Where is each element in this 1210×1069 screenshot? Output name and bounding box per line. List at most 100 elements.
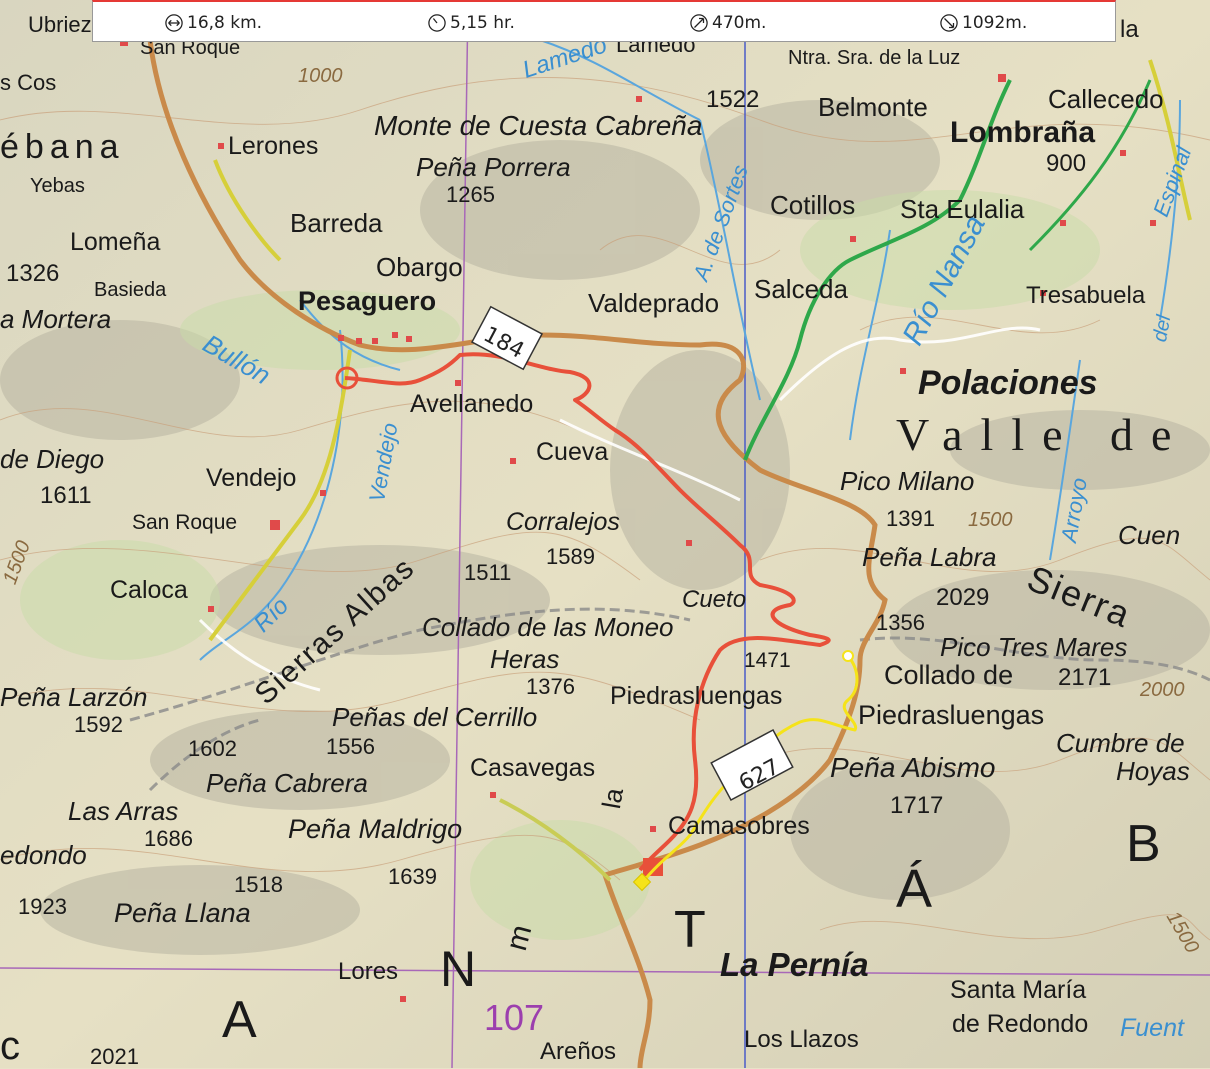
label-piedrasluengas: Piedrasluengas bbox=[610, 682, 783, 710]
stat-distance: 16,8 km. bbox=[165, 13, 262, 33]
label-mortera: a Mortera bbox=[0, 304, 112, 334]
label-cumbre: Cumbre de bbox=[1056, 728, 1185, 758]
label-pena-maldrigo: Peña Maldrigo bbox=[288, 814, 463, 844]
label-elev-1391: 1391 bbox=[886, 506, 935, 531]
label-vendejo: Vendejo bbox=[206, 464, 297, 492]
label-obargo: Obargo bbox=[376, 252, 463, 282]
green-road bbox=[743, 79, 1012, 461]
label-pesaguero: Pesaguero bbox=[298, 286, 437, 316]
green-valleys bbox=[20, 190, 1100, 940]
label-elev-1518: 1518 bbox=[234, 872, 283, 897]
descent-value: 1092m. bbox=[962, 13, 1028, 33]
label-pena-cabrera: Peña Cabrera bbox=[206, 768, 368, 798]
label-las-arras: Las Arras bbox=[68, 796, 179, 826]
label-elev-2171: 2171 bbox=[1058, 664, 1112, 691]
label-pena-llana: Peña Llana bbox=[114, 898, 251, 928]
route-stats-bar: 16,8 km. 5,15 hr. 470m. 1092m. bbox=[92, 0, 1116, 42]
label-arenos: Areños bbox=[540, 1038, 617, 1065]
label-nra-sra-luz: Ntra. Sra. de la Luz bbox=[788, 47, 961, 69]
yellow-road-north bbox=[213, 159, 282, 262]
label-avellanedo: Avellanedo bbox=[410, 390, 534, 418]
distance-value: 16,8 km. bbox=[187, 13, 263, 33]
arrow-down-right-icon bbox=[940, 14, 958, 32]
hiking-track-yellow bbox=[641, 655, 859, 883]
label-fuente: Fuent bbox=[1120, 1014, 1184, 1042]
label-elev-1326: 1326 bbox=[6, 260, 60, 287]
label-corralejos: Corralejos bbox=[506, 508, 620, 536]
label-la-vertical: la bbox=[596, 785, 630, 811]
label-lebana: ébana bbox=[0, 128, 125, 166]
label-cotillos: Cotillos bbox=[770, 190, 856, 220]
minor-roads bbox=[129, 607, 1210, 792]
yellow-road-west bbox=[208, 349, 352, 642]
double-arrow-icon bbox=[165, 14, 183, 32]
label-route-107: 107 bbox=[484, 997, 545, 1038]
label-cuen: Cuen bbox=[1118, 520, 1181, 550]
label-sta-eulalia: Sta Eulalia bbox=[900, 194, 1025, 224]
label-elev-900: 900 bbox=[1046, 150, 1087, 177]
clock-icon bbox=[428, 14, 446, 32]
yellow-track-end bbox=[632, 872, 652, 892]
label-san-roque-top: San Roque bbox=[140, 37, 241, 59]
label-camasobres: Camasobres bbox=[668, 812, 810, 840]
label-del: del bbox=[1149, 313, 1176, 344]
label-lomena: Lomeña bbox=[70, 228, 161, 256]
label-elev-1589: 1589 bbox=[546, 544, 595, 569]
label-elev-1265: 1265 bbox=[446, 182, 495, 207]
label-ubriezo: Ubriez bbox=[28, 12, 92, 37]
label-lores: Lores bbox=[338, 958, 399, 985]
label-piedrasluengas-2: Piedrasluengas bbox=[858, 700, 1045, 730]
label-basieda: Basieda bbox=[94, 279, 167, 301]
label-collado-moneo: Collado de las Moneo bbox=[422, 612, 674, 642]
label-salceda: Salceda bbox=[754, 274, 848, 304]
label-letter-b: B bbox=[1126, 815, 1161, 873]
arrow-up-right-icon bbox=[690, 14, 708, 32]
label-lombrana: Lombraña bbox=[950, 116, 1096, 149]
label-lerones: Lerones bbox=[228, 132, 319, 160]
track-start-circle bbox=[335, 366, 359, 390]
ascent-value: 470m. bbox=[712, 13, 767, 33]
label-heras: Heras bbox=[490, 644, 560, 674]
label-elev-1611: 1611 bbox=[40, 482, 92, 509]
label-elev-1471: 1471 bbox=[744, 649, 791, 672]
grid-line-horizontal-purple bbox=[0, 967, 1210, 976]
label-letter-c: c bbox=[0, 1024, 20, 1068]
label-elev-1500: 1500 bbox=[968, 509, 1013, 531]
label-belmonte: Belmonte bbox=[818, 92, 928, 122]
label-elev-2029: 2029 bbox=[936, 584, 990, 611]
label-san-roque: San Roque bbox=[132, 511, 238, 534]
label-pena-larzon: Peña Larzón bbox=[0, 682, 148, 712]
label-letter-t: T bbox=[674, 901, 706, 959]
yellow-road-south bbox=[499, 798, 612, 882]
label-pena-labra: Peña Labra bbox=[862, 542, 997, 572]
label-elev-1376: 1376 bbox=[526, 674, 575, 699]
label-penas-cerrillo: Peñas del Cerrillo bbox=[332, 702, 538, 732]
stat-ascent: 470m. bbox=[690, 13, 766, 33]
label-elev-2000: 2000 bbox=[1140, 679, 1185, 701]
label-elev-1717: 1717 bbox=[890, 792, 944, 819]
road-shield-184 bbox=[470, 305, 544, 371]
time-value: 5,15 hr. bbox=[450, 13, 515, 33]
label-monte-cuesta: Monte de Cuesta Cabreña bbox=[374, 110, 703, 141]
label-yebas: Yebas bbox=[30, 175, 85, 197]
label-redondo: edondo bbox=[0, 840, 87, 870]
label-barreda: Barreda bbox=[290, 208, 383, 238]
label-santa-maria: Santa María bbox=[950, 976, 1087, 1004]
label-elev-1000: 1000 bbox=[298, 65, 343, 87]
label-valdeprado: Valdeprado bbox=[588, 288, 720, 318]
label-letter-a: A bbox=[222, 991, 257, 1049]
label-elev-1356: 1356 bbox=[876, 610, 925, 635]
label-elev-2021: 2021 bbox=[90, 1044, 139, 1069]
label-elev-1602: 1602 bbox=[188, 736, 237, 761]
label-pico-milano: Pico Milano bbox=[840, 466, 975, 496]
label-elev-1511: 1511 bbox=[464, 560, 512, 585]
label-elev-1556: 1556 bbox=[326, 734, 375, 759]
contour-lines bbox=[0, 77, 1210, 941]
label-elev-1686: 1686 bbox=[144, 826, 193, 851]
label-elev-1592: 1592 bbox=[74, 712, 123, 737]
label-callecedo: Callecedo bbox=[1048, 84, 1164, 114]
label-elev-1522: 1522 bbox=[706, 86, 760, 113]
building-markers bbox=[120, 38, 1156, 1002]
label-pena-abismo: Peña Abismo bbox=[830, 752, 996, 783]
